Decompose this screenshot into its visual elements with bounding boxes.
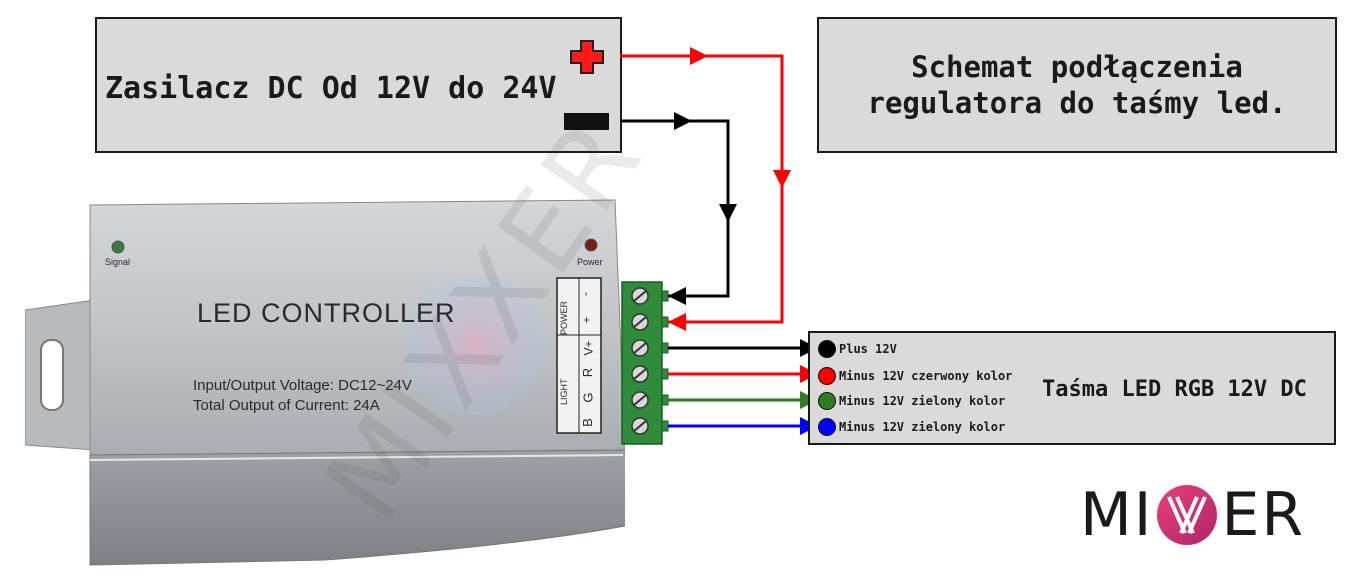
controller-title: LED CONTROLLER xyxy=(197,298,456,328)
arrow-icon xyxy=(773,170,791,188)
screw-slot xyxy=(633,368,647,380)
power-supply-label: Zasilacz DC Od 12V do 24V xyxy=(105,71,557,106)
terminal-block xyxy=(621,281,669,445)
brand-logo: MI ER xyxy=(1080,480,1305,550)
title-line-1: Schemat podłączenia xyxy=(911,50,1243,84)
controller-spec-2: Total Output of Current: 24A xyxy=(193,397,380,414)
strip-pin-green: Minus 12V zielony kolor xyxy=(818,392,1005,410)
controller-spec-1: Input/Output Voltage: DC12~24V xyxy=(193,377,412,394)
brand-right: ER xyxy=(1221,480,1306,550)
arrow-icon xyxy=(690,47,708,65)
arrow-icon xyxy=(674,112,692,130)
terminal-label-vplus: V+ xyxy=(581,340,596,356)
screw-slot xyxy=(633,316,647,328)
terminal-slot xyxy=(661,342,669,354)
pin-dot-green xyxy=(818,392,836,410)
controller-body xyxy=(24,199,631,566)
terminal-screw xyxy=(631,339,649,357)
arrow-icon xyxy=(668,313,686,331)
strip-pin-plus: Plus 12V xyxy=(818,340,897,358)
brand-xx-icon xyxy=(1157,485,1218,545)
led-controller: Signal Power LED CONTROLLER Input/Output… xyxy=(24,195,631,570)
power-label: Power xyxy=(577,257,603,267)
title-box: Schemat podłączenia regulatora do taśmy … xyxy=(817,17,1337,153)
minus-icon xyxy=(564,113,609,130)
terminal-group-light: LIGHT xyxy=(559,378,569,405)
arrow-icon xyxy=(668,287,686,305)
terminal-label-plus: + xyxy=(579,316,594,324)
terminal-screw xyxy=(631,313,649,331)
pin-label: Minus 12V czerwony kolor xyxy=(839,369,1013,383)
brand-left: MI xyxy=(1080,480,1154,550)
screw-slot xyxy=(633,342,647,354)
arrow-icon xyxy=(719,204,737,222)
pin-dot-black xyxy=(818,340,836,358)
terminal-slot xyxy=(661,420,669,432)
pin-dot-blue xyxy=(818,418,836,436)
strip-pin-blue: Minus 12V zielony kolor xyxy=(818,418,1005,436)
signal-label: Signal xyxy=(105,257,131,267)
terminal-screw xyxy=(631,391,649,409)
screw-slot xyxy=(633,394,647,406)
led-strip-box: Plus 12V Minus 12V czerwony kolor Minus … xyxy=(808,331,1336,445)
terminal-slot xyxy=(661,394,669,406)
terminal-slot xyxy=(661,368,669,380)
title-line-2: regulatora do taśmy led. xyxy=(867,86,1287,120)
terminal-label-b: B xyxy=(579,418,595,427)
terminal-slot xyxy=(661,316,669,328)
led-strip-label: Taśma LED RGB 12V DC xyxy=(1042,377,1307,402)
screw-slot xyxy=(633,420,647,432)
plus-icon xyxy=(570,40,604,74)
terminal-label-g: G xyxy=(580,392,596,403)
pin-label: Plus 12V xyxy=(839,342,897,356)
pin-dot-red xyxy=(818,367,836,385)
terminal-screw xyxy=(631,417,649,435)
screw-slot xyxy=(633,290,647,302)
power-supply-box: Zasilacz DC Od 12V do 24V xyxy=(95,17,622,153)
pin-label: Minus 12V zielony kolor xyxy=(839,394,1006,408)
terminal-label-r: R xyxy=(580,367,596,378)
strip-pin-red: Minus 12V czerwony kolor xyxy=(818,367,1012,385)
terminal-slot xyxy=(661,290,669,302)
terminal-screw xyxy=(631,365,649,383)
pin-label: Minus 12V zielony kolor xyxy=(839,420,1006,434)
terminal-screw xyxy=(631,287,649,305)
